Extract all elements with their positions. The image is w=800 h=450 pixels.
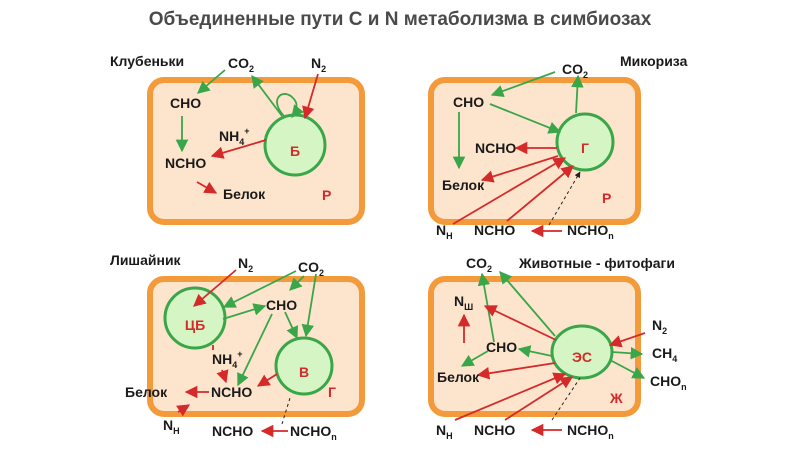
animals-nchon-label: NCHOn [567, 422, 614, 441]
animals-section-title: Животные - фитофаги [518, 255, 675, 271]
nodules-n2-label: N2 [311, 55, 326, 74]
lichen-alga-circle [274, 336, 334, 396]
mycorrhiza-nchon-label: NCHOn [567, 222, 614, 241]
mycorrhiza-arrows [452, 71, 584, 238]
animals-protein-label: Белок [437, 369, 480, 385]
mycorrhiza-fungus-label: Г [581, 140, 589, 156]
page-title: Объединенные пути С и N метаболизма в си… [149, 9, 652, 30]
animals-ch4-label: CH4 [652, 345, 677, 364]
nodules-host-label: Р [322, 187, 331, 203]
animals-host-cell [428, 276, 641, 417]
lichen-n2-label: N2 [238, 255, 253, 274]
animals-n2-label: N2 [652, 317, 667, 336]
animals-nh-label: NH [436, 422, 453, 441]
mycorrhiza-section-title: Микориза [620, 53, 688, 69]
nodules-nh4-label: NH4+ [219, 126, 250, 147]
lichen-co2-label: CO2 [298, 259, 324, 278]
lichen-protein-label: Белок [125, 384, 168, 400]
nodules-ncho-label: NCHO [165, 155, 206, 171]
mycorrhiza-ncho-out-label: NCHO [474, 222, 515, 238]
animals-cho-label: CHO [486, 339, 517, 355]
mycorrhiza-co2-label: CO2 [562, 61, 588, 80]
mycorrhiza-protein-label: Белок [442, 177, 485, 193]
lichen-section-title: Лишайник [110, 252, 182, 268]
lichen-cyanobacteria-label: ЦБ [185, 317, 205, 333]
lichen-nh-label: NH [163, 417, 180, 436]
animals-chon-label: CHOn [650, 373, 687, 392]
lichen-arrows [176, 269, 317, 438]
animals-endosymbiont-label: ЭС [572, 349, 592, 365]
lichen-cho-label: CHO [266, 297, 297, 313]
animals-nsh-label: NШ [454, 293, 473, 312]
nodules-arrows [175, 69, 319, 194]
lichen-nchon-label: NCHOn [290, 423, 337, 442]
animals-ncho-out-label: NCHO [474, 422, 515, 438]
nodules-section-title: Клубеньки [110, 53, 184, 69]
animals-co2-label: CO2 [466, 255, 492, 274]
nodules-bacteria-label: Б [290, 143, 300, 159]
lichen-nh4-label: NH4+ [212, 349, 243, 370]
nodules-cho-label: CHO [170, 95, 201, 111]
mycorrhiza-host-label: Р [602, 190, 611, 206]
nodules-co2-label: CO2 [228, 55, 254, 74]
mycorrhiza-ncho-label: NCHO [475, 140, 516, 156]
animals-host-label: Ж [609, 390, 623, 406]
animals-arrows [454, 271, 646, 437]
nodules-protein-label: Белок [223, 186, 266, 202]
lichen-host-label: Г [328, 384, 336, 400]
mycorrhiza-nh-label: NH [436, 222, 453, 241]
lichen-alga-label: В [299, 364, 309, 380]
lichen-ncho-out-label: NCHO [212, 423, 253, 439]
mycorrhiza-cho-label: CHO [453, 94, 484, 110]
lichen-ncho-label: NCHO [211, 384, 252, 400]
mycorrhiza-fungus-circle [555, 112, 615, 172]
